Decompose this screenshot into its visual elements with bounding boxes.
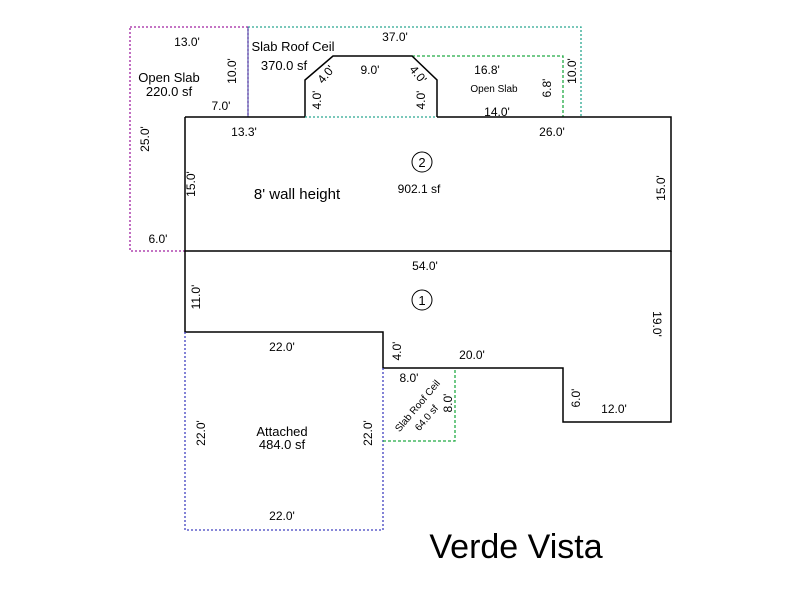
- attached-name: Attached: [256, 424, 307, 439]
- dim-label: 4.0': [407, 63, 430, 87]
- dim-label: 4.0': [314, 63, 337, 87]
- dim-label: 6.0': [149, 232, 168, 246]
- floor-2-number: 2: [418, 155, 425, 170]
- dim-label: 6.8': [540, 79, 554, 98]
- dim-label: 8.0': [400, 371, 419, 385]
- floor-1-marker-circle: [411, 289, 433, 311]
- dim-label: 14.0': [484, 105, 510, 119]
- dim-label: 22.0': [194, 420, 208, 446]
- dim-label: 15.0': [654, 175, 668, 201]
- bay-projection-wall: [304, 55, 438, 117]
- open-slab-right-outline: [412, 55, 564, 117]
- dim-label: 10.0': [565, 58, 579, 84]
- slab-roof-top-name: Slab Roof Ceil: [251, 39, 334, 54]
- dim-label: 20.0': [459, 348, 485, 362]
- dim-label: 4.0': [390, 342, 404, 361]
- floor-2-note: 8' wall height: [254, 186, 341, 203]
- dim-label: 7.0': [212, 99, 231, 113]
- open-slab-left-area: 220.0 sf: [146, 84, 193, 99]
- dim-label: 9.0': [361, 63, 380, 77]
- dim-label: 12.0': [601, 402, 627, 416]
- slab-roof-small-outline: [383, 368, 456, 442]
- dim-label: 13.0': [174, 35, 200, 49]
- attached-outline: [184, 332, 384, 531]
- floor-1-outline: [184, 251, 672, 423]
- dim-label: 54.0': [412, 259, 438, 273]
- slab-roof-top-outline: [248, 26, 582, 117]
- dim-label: 26.0': [539, 125, 565, 139]
- dim-label: 16.8': [474, 63, 500, 77]
- dim-label: 37.0': [382, 30, 408, 44]
- floor-2-marker-circle: [411, 151, 433, 173]
- plan-title: Verde Vista: [429, 528, 602, 566]
- dim-label: 4.0': [414, 91, 428, 110]
- open-slab-left-name: Open Slab: [138, 70, 199, 85]
- floor-1-number: 1: [418, 293, 425, 308]
- dim-label: 8.0': [441, 394, 455, 413]
- dim-label: 19.0': [650, 311, 664, 337]
- dim-label: 13.3': [231, 125, 257, 139]
- open-slab-right-name: Open Slab: [470, 84, 518, 95]
- dim-label: 25.0': [138, 126, 152, 152]
- dim-label: 10.0': [225, 58, 239, 84]
- dim-label: 4.0': [310, 91, 324, 110]
- dim-label: 11.0': [189, 285, 203, 310]
- dim-label: 15.0': [184, 171, 198, 197]
- dim-label: 22.0': [269, 509, 295, 523]
- dim-label: 22.0': [361, 420, 375, 446]
- attached-area: 484.0 sf: [259, 437, 306, 452]
- dim-label: 22.0': [269, 340, 295, 354]
- dim-label: 6.0': [569, 389, 583, 408]
- floor-2-area: 902.1 sf: [398, 182, 441, 196]
- slab-roof-top-area: 370.0 sf: [261, 58, 308, 73]
